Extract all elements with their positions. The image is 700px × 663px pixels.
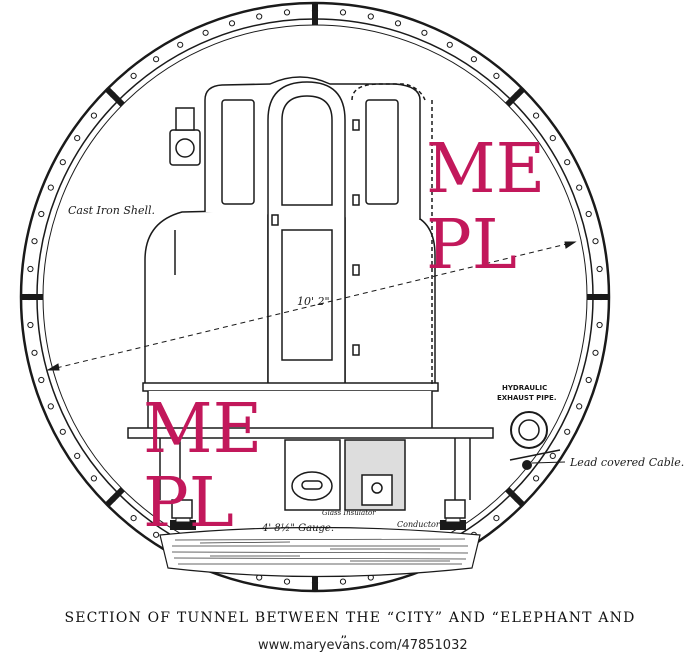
- shell-segment-joints: [21, 3, 609, 591]
- exhaust-pipe-label: EXHAUST PIPE.: [497, 394, 556, 402]
- shell-bolt: [493, 72, 500, 80]
- width-dimension-line: [46, 241, 577, 371]
- shell-bolt: [421, 29, 428, 36]
- shell-bolt: [228, 20, 236, 27]
- shell-bolt: [153, 531, 160, 538]
- shell-segment-joint: [505, 86, 526, 107]
- shell-bolt: [339, 578, 347, 585]
- lead-cable-label: Lead covered Cable.: [569, 456, 684, 469]
- shell-bolt: [592, 349, 599, 356]
- shell-bolt: [533, 112, 540, 119]
- shell-bolt: [90, 475, 98, 482]
- shell-bolt: [130, 72, 137, 80]
- cast-iron-shell-label: Cast Iron Shell.: [68, 204, 155, 217]
- shell-bolt: [576, 184, 583, 191]
- locomotive: [127, 76, 494, 519]
- shell-bolt: [256, 13, 263, 20]
- shell-bolt: [446, 41, 453, 48]
- svg-text:ME: ME: [143, 390, 262, 469]
- shell-bolt: [47, 184, 54, 191]
- shell-bolt: [27, 265, 34, 273]
- timber-floor: [159, 526, 481, 578]
- svg-text:PL: PL: [143, 464, 234, 543]
- shell-bolt: [592, 238, 599, 245]
- shell-bolt: [74, 452, 81, 459]
- shell-bolt: [59, 159, 66, 166]
- shell-bolt: [564, 428, 571, 435]
- shell-bolt: [549, 135, 556, 142]
- shell-bolt: [585, 210, 592, 218]
- shell-bolt: [31, 238, 38, 245]
- shell-bolt: [27, 321, 34, 329]
- svg-text:PL: PL: [426, 206, 517, 285]
- width-label: 10' 2": [297, 295, 330, 308]
- lead-covered-cable: [522, 460, 566, 470]
- insulator-label: Glass Insulator: [322, 509, 376, 517]
- shell-bolt: [31, 349, 38, 356]
- shell-bolt: [153, 56, 160, 63]
- hydraulic-label: HYDRAULIC: [502, 384, 547, 392]
- image-credit: www.maryevans.com/47851032: [255, 638, 471, 653]
- shell-bolt: [339, 9, 347, 16]
- shell-bolt: [177, 41, 184, 48]
- shell-bolt: [394, 20, 402, 27]
- shell-bolt: [493, 515, 500, 522]
- watermark-upper: ME PL: [426, 130, 545, 285]
- shell-bolt: [596, 321, 603, 329]
- shell-bolt: [564, 159, 571, 166]
- shell-bolt: [74, 135, 81, 142]
- shell-bolt: [470, 56, 477, 63]
- shell-segment-joint: [104, 487, 125, 508]
- watermark-lower: ME PL: [143, 390, 262, 543]
- gauge-label: 4' 8½" Gauge.: [261, 523, 334, 534]
- shell-bolt: [38, 210, 45, 218]
- shell-bolt: [549, 452, 556, 459]
- shell-bolt: [596, 265, 603, 273]
- shell-bolt: [576, 403, 583, 410]
- shell-bolt: [90, 112, 98, 119]
- shell-bolt: [47, 403, 54, 410]
- shell-bolt: [585, 376, 592, 384]
- svg-text:ME: ME: [426, 130, 545, 209]
- shell-bolt: [367, 13, 374, 20]
- shell-bolt: [202, 29, 209, 36]
- shell-bolt: [130, 515, 137, 522]
- shell-bolt: [283, 578, 291, 585]
- shell-bolt: [38, 376, 45, 384]
- shell-segment-joint: [505, 487, 526, 508]
- shell-bolt: [533, 475, 540, 482]
- shell-bolt: [59, 428, 66, 435]
- conductor-label: Conductor: [397, 520, 441, 529]
- hydraulic-exhaust-pipe: [509, 411, 561, 461]
- shell-segment-joint: [104, 86, 125, 107]
- shell-bolt: [283, 9, 291, 16]
- figure-caption: SECTION OF TUNNEL BETWEEN THE “CITY” AND…: [64, 610, 636, 626]
